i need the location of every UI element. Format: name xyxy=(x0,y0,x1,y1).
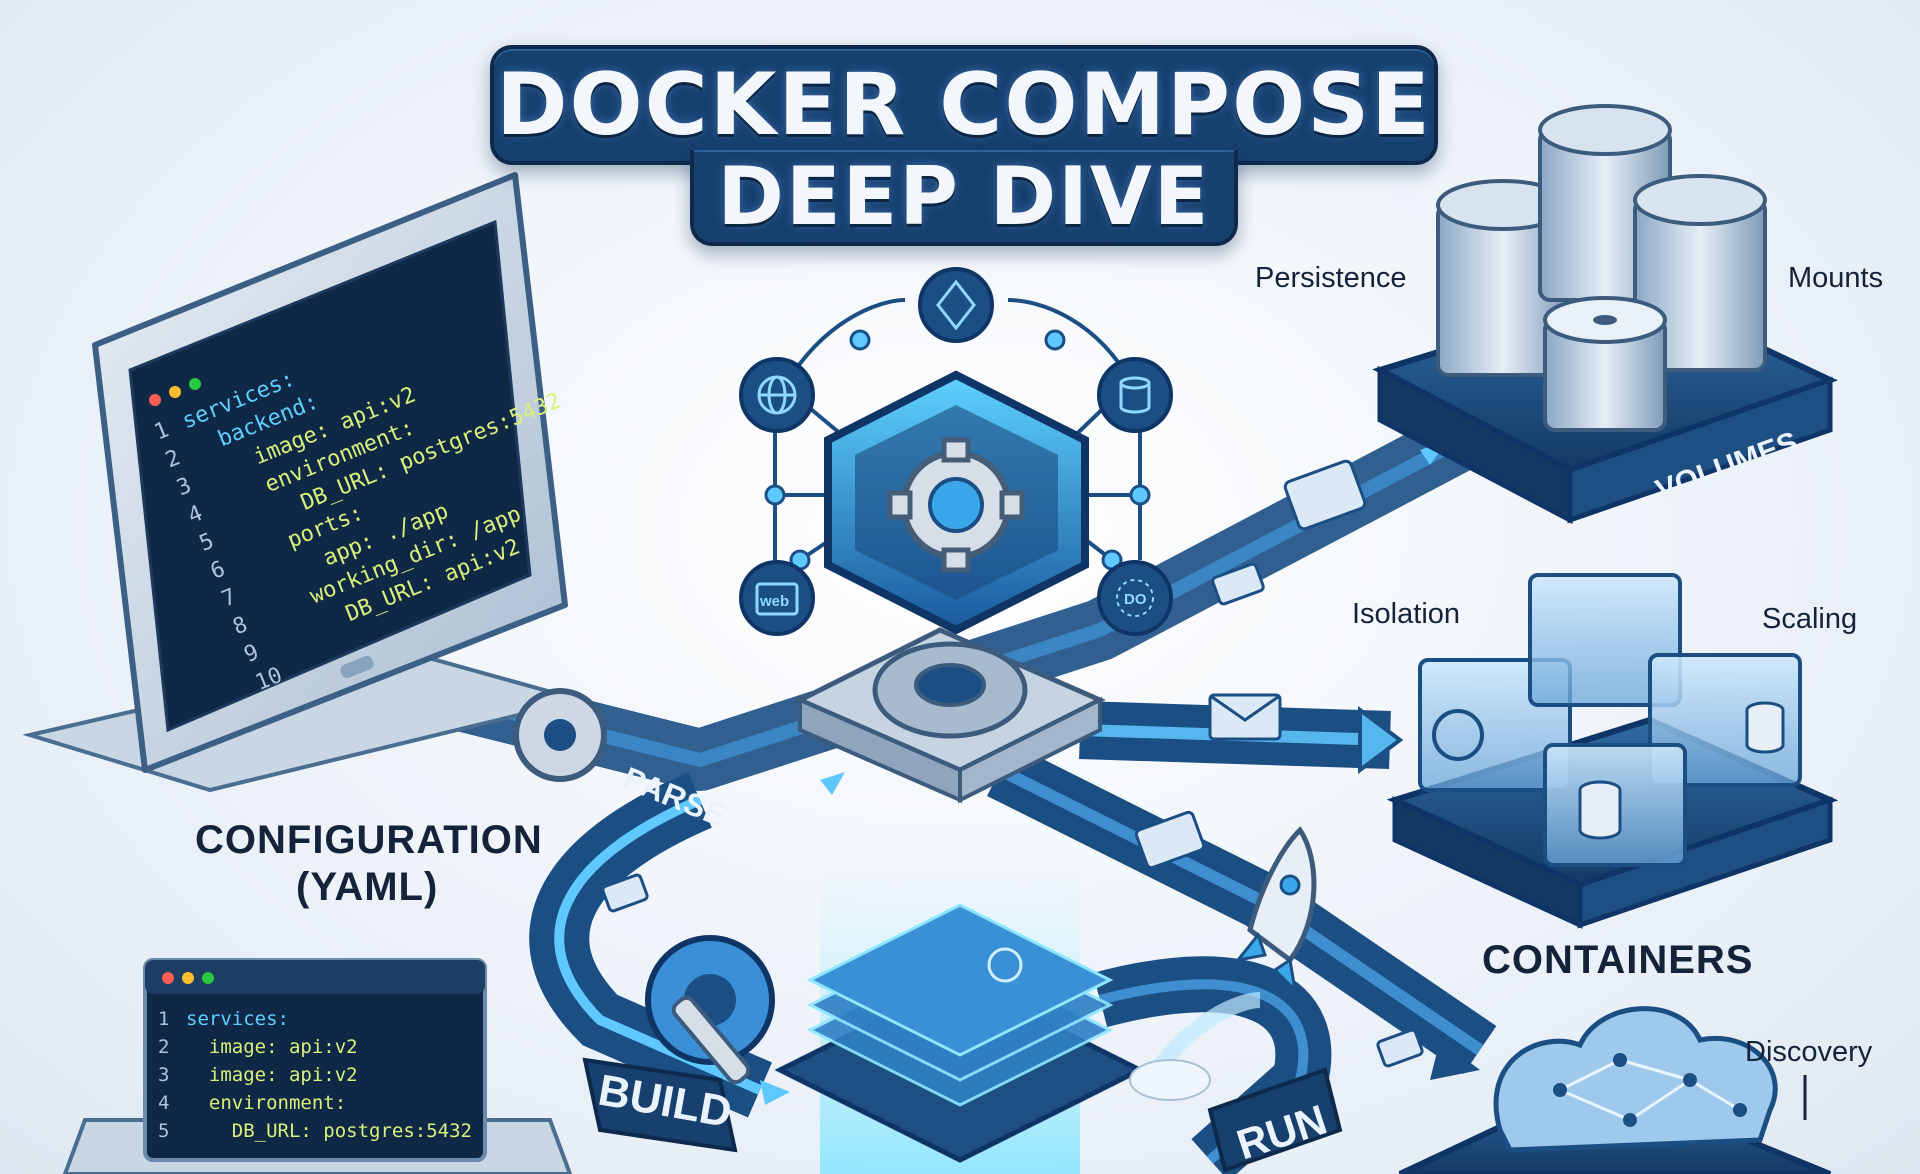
yaml-label: (YAML) xyxy=(296,865,439,909)
network-cloud xyxy=(1398,1006,1832,1174)
rocket-icon xyxy=(1129,826,1317,1101)
web-node-label: web xyxy=(759,593,789,610)
packet-icon xyxy=(601,459,1424,1068)
code-line: image: api:v2 xyxy=(186,1064,358,1086)
build-badge: BUILD xyxy=(582,1057,738,1153)
scaling-label: Scaling xyxy=(1762,603,1858,635)
image-layer-stack xyxy=(774,860,1146,1174)
code-line-number: 2 xyxy=(158,1036,169,1058)
orchestrator-node xyxy=(764,298,1151,635)
yaml-code-small: 1 services: 2 image: api:v2 3 image: api… xyxy=(158,1008,472,1142)
discovery-label: Discovery xyxy=(1745,1036,1873,1068)
service-node-icons xyxy=(739,267,1173,636)
volumes-platform xyxy=(1372,104,1838,525)
parse-gear-icon xyxy=(513,688,607,782)
code-line: services: xyxy=(186,1008,289,1030)
do-node-label: DO xyxy=(1124,591,1147,608)
code-line: environment: xyxy=(186,1092,346,1114)
mounts-label: Mounts xyxy=(1788,262,1884,294)
containers-label: CONTAINERS xyxy=(1482,938,1754,982)
code-line-number: 3 xyxy=(158,1064,169,1086)
isolation-label: Isolation xyxy=(1352,598,1461,630)
gear-hub xyxy=(794,627,1106,804)
title-banner-lower: DEEP DIVE xyxy=(690,150,1238,246)
code-line-number: 5 xyxy=(158,1120,169,1142)
title-line-1: DOCKER COMPOSE xyxy=(496,55,1432,155)
code-line-number: 4 xyxy=(158,1092,169,1114)
title-banner: DOCKER COMPOSE xyxy=(490,45,1438,165)
containers-platform xyxy=(1386,573,1839,929)
configuration-label: CONFIGURATION xyxy=(195,818,543,862)
title-line-2: DEEP DIVE xyxy=(717,149,1211,243)
config-editor-small xyxy=(62,958,573,1174)
persistence-label: Persistence xyxy=(1255,262,1407,294)
code-line: image: api:v2 xyxy=(186,1036,358,1058)
code-line: DB_URL: postgres:5432 xyxy=(186,1120,472,1142)
code-line-number: 1 xyxy=(158,1008,169,1030)
build-wrench-icon xyxy=(645,935,775,1085)
